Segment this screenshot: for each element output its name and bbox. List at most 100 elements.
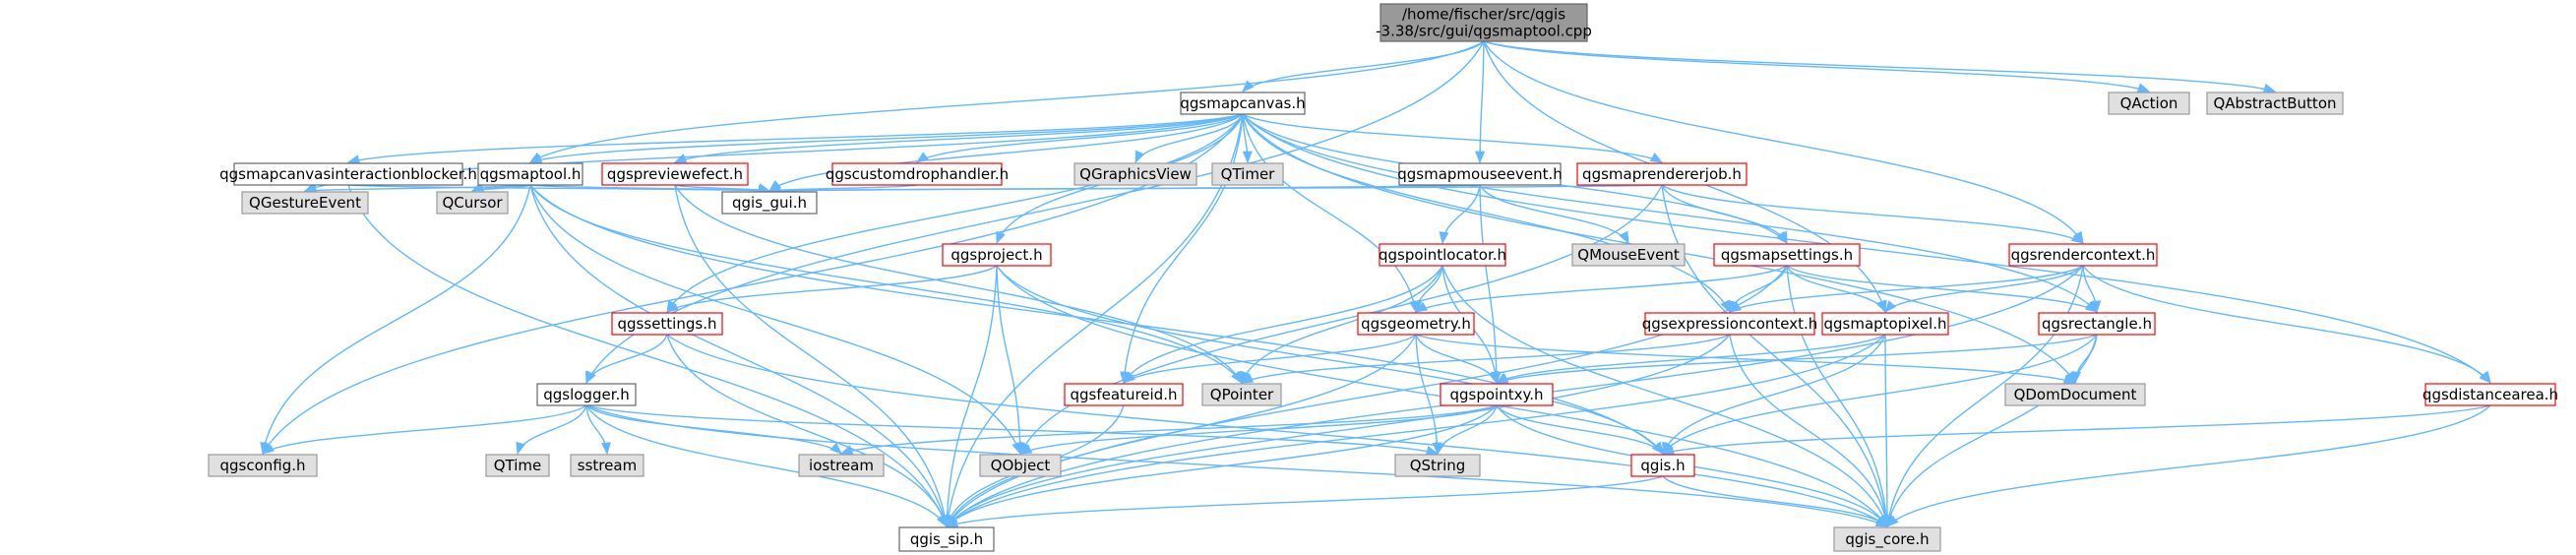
node-qgsfeatureid[interactable]: qgsfeatureid.h [1064, 383, 1184, 406]
node-box [2424, 383, 2556, 406]
node-qabstractbutton: QAbstractButton [2206, 92, 2344, 115]
node-qgis_h[interactable]: qgis.h [1630, 454, 1695, 477]
node-qgsmaptopixel[interactable]: qgsmaptopixel.h [1821, 312, 1949, 336]
node-box [1571, 243, 1686, 267]
edge-qgsexpressioncontext-to-qgis_core [1729, 334, 1891, 528]
edge-qgspointlocator-to-qgis_core [1441, 265, 1889, 528]
node-box [898, 526, 995, 552]
node-qgsmapsettings[interactable]: qgsmapsettings.h [1713, 243, 1861, 267]
node-qgsmaptool[interactable]: qgsmaptool.h [477, 162, 583, 186]
edge-qgsmapsettings-to-qgis_core [1786, 265, 1892, 528]
node-qgslogger[interactable]: qgslogger.h [536, 383, 637, 406]
edge-qgsmapcanvas-to-qgis_gui [768, 113, 1244, 192]
edge-qgsrendercontext-to-qgsdistancearea [2082, 265, 2491, 385]
node-box [1576, 162, 1748, 186]
node-qgspointxy[interactable]: qgspointxy.h [1440, 383, 1554, 406]
node-qgsmapcanvas[interactable]: qgsmapcanvas.h [1180, 92, 1306, 115]
node-qgsgeometry[interactable]: qgsgeometry.h [1357, 312, 1475, 336]
node-box [241, 191, 369, 215]
edge-qgssettings-to-qgslogger [584, 334, 668, 385]
node-box [979, 454, 1062, 477]
node-label: QPointer [1210, 386, 1274, 403]
node-qgis_sip[interactable]: qgis_sip.h [898, 526, 995, 552]
node-root[interactable]: /home/fischer/src/qgis-3.38/src/gui/qgsm… [1376, 3, 1592, 42]
node-qgis_core: qgis_core.h [1833, 526, 1941, 552]
edge-qgsmaptopixel-to-qgspointxy [1495, 334, 1886, 384]
node-label: QCursor [442, 194, 503, 212]
edge-qgsmaprendererjob-to-qgsmapsettings [1661, 184, 1788, 245]
node-qtimer: QTimer [1211, 162, 1284, 186]
edge-qgsdistancearea-to-qgis_h [1661, 404, 2491, 456]
node-box [1821, 312, 1949, 336]
node-qgscustomdrophandler[interactable]: qgscustomdrophandler.h [826, 162, 1009, 186]
node-qgspreviewefect[interactable]: qgspreviewefect.h [601, 162, 749, 186]
node-label: QTime [494, 457, 542, 474]
node-qgsexpressioncontext[interactable]: qgsexpressioncontext.h [1642, 312, 1818, 336]
edge-qgsmapmouseevent-to-qgspointlocator [1439, 184, 1481, 245]
edge-qgsrectangle-to-qgis_core [1884, 334, 2098, 528]
node-label: qgsmaprendererjob.h [1582, 165, 1742, 183]
node-label: QAbstractButton [2213, 94, 2336, 112]
node-label: qgsgeometry.h [1361, 315, 1471, 333]
edge-qgsmaprendererjob-to-qgis_gui [767, 184, 1663, 196]
edge-qgslogger-to-qtime [516, 404, 587, 456]
edge-root-to-qgsmaptool [528, 40, 1485, 163]
node-qdomdocument: QDomDocument [2004, 383, 2146, 406]
node-box [1357, 312, 1475, 336]
node-qpointer: QPointer [1201, 383, 1282, 406]
edge-qgslogger-to-qgis_sip [585, 404, 948, 528]
node-label: qgsfeatureid.h [1071, 386, 1178, 403]
node-label: qgsexpressioncontext.h [1642, 315, 1818, 333]
edge-qgslogger-to-qgsconfig [261, 404, 587, 455]
edge-qgsmapmouseevent-to-qmouseevent [1479, 184, 1629, 245]
edge-qgsgeometry-to-qgis_sip [946, 334, 1417, 528]
node-qgspointlocator[interactable]: qgspointlocator.h [1379, 243, 1506, 267]
node-box [1380, 3, 1588, 42]
node-qgsmapmouseevent[interactable]: qgsmapmouseevent.h [1397, 162, 1563, 186]
edge-qgsmapcanvas-to-qgraphicsview [1135, 113, 1244, 164]
edge-qgsmaptool-to-qgis_sip [529, 184, 950, 528]
edge-qgsgeometry-to-qstring [1415, 334, 1442, 456]
node-qgestureevent: QGestureEvent [241, 191, 369, 215]
edge-qgsmapcanvas-to-qgsexpressioncontext [1242, 113, 1731, 314]
node-qgis_gui[interactable]: qgis_gui.h [721, 191, 818, 215]
edge-qgsproject-to-qgis_h [996, 265, 1664, 456]
node-qgsconfig: qgsconfig.h [208, 454, 318, 477]
edge-qgsmapsettings-to-qgsgeometry [1414, 265, 1788, 313]
node-qgsdistancearea[interactable]: qgsdistancearea.h [2423, 383, 2558, 406]
edge-qgsmapcanvas-to-qgsmaprendererjob [1242, 113, 1664, 163]
edge-root-to-qgsrendercontext [1483, 40, 2084, 245]
node-qgsrendercontext[interactable]: qgsrendercontext.h [2008, 243, 2158, 267]
edge-qgsgeometry-to-qgspointxy [1415, 334, 1499, 385]
node-label: QAction [2120, 94, 2178, 112]
edge-qgsgeometry-to-qdomdocument [1415, 334, 2077, 384]
node-box [721, 191, 818, 215]
edge-root-to-qgsmapcanvas [1242, 40, 1485, 92]
node-qaction: QAction [2108, 92, 2190, 115]
node-label: qgsdistancearea.h [2423, 386, 2558, 403]
edge-root-to-qaction [1483, 40, 2151, 92]
node-box [1630, 454, 1695, 477]
node-box [1201, 383, 1282, 406]
node-qgsmaprendererjob[interactable]: qgsmaprendererjob.h [1576, 162, 1748, 186]
node-layer: /home/fischer/src/qgis-3.38/src/gui/qgsm… [208, 3, 2558, 552]
node-label: qgsmaptool.h [480, 165, 582, 183]
node-qcursor: QCursor [436, 191, 509, 215]
node-qgraphicsview: QGraphicsView [1073, 162, 1197, 186]
edge-qgsmaptopixel-to-qgis_sip [946, 334, 1886, 527]
node-qgsproject[interactable]: qgsproject.h [942, 243, 1052, 267]
edge-qgsrectangle-to-qgspointxy [1495, 334, 2098, 384]
node-qgsrectangle[interactable]: qgsrectangle.h [2038, 312, 2156, 336]
edge-qgsexpressioncontext-to-qpointer [1240, 334, 1731, 384]
node-interactionblocker[interactable]: qgsmapcanvasinteractionblocker.h [219, 162, 477, 186]
node-box [2108, 92, 2190, 115]
node-qtime: QTime [485, 454, 550, 477]
node-label: sstream [578, 457, 637, 474]
edge-qgsmapmouseevent-to-qgspointxy [1479, 184, 1502, 385]
node-qgssettings[interactable]: qgssettings.h [611, 312, 723, 336]
edge-qgsproject-to-qgis_sip [942, 265, 998, 528]
node-box [611, 312, 723, 336]
edge-qgssettings-to-qgis_sip [666, 334, 949, 528]
node-box [1180, 92, 1306, 115]
edge-qgsmapcanvas-to-qgsdistancearea [1242, 113, 2491, 384]
